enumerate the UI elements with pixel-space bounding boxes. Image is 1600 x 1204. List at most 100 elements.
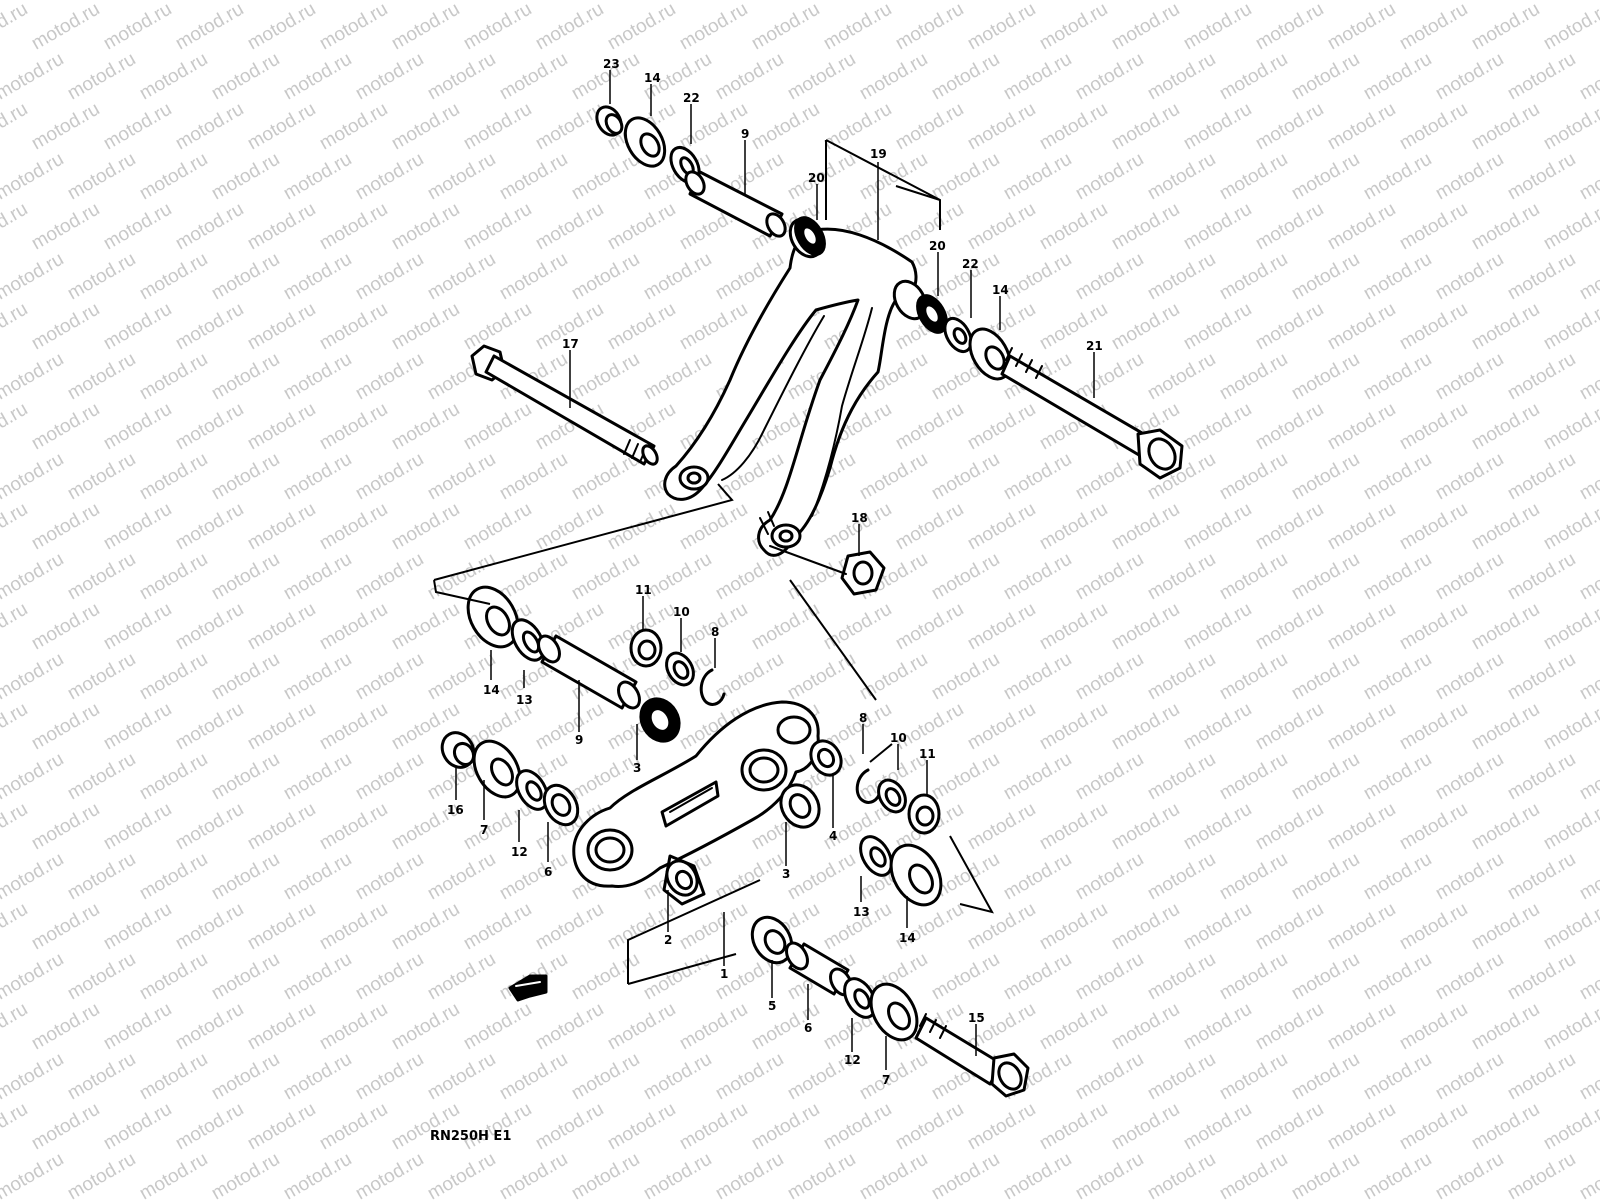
label-3: 3 (782, 867, 790, 881)
watermark-text: motod.ru (964, 99, 1039, 155)
watermark-text: motod.ru (1432, 1049, 1507, 1105)
watermark-text: motod.ru (964, 699, 1039, 755)
watermark-text: motod.ru (388, 99, 463, 155)
watermark-text: motod.ru (1108, 999, 1183, 1055)
watermark-text: motod.ru (532, 899, 607, 955)
watermark-text: motod.ru (100, 899, 175, 955)
watermark-text: motod.ru (496, 449, 571, 505)
watermark-text: motod.ru (1288, 1149, 1363, 1200)
watermark-text: motod.ru (1144, 149, 1219, 205)
watermark-text: motod.ru (208, 249, 283, 305)
watermark-text: motod.ru (532, 1099, 607, 1155)
watermark-text: motod.ru (1144, 849, 1219, 905)
watermark-text: motod.ru (1576, 49, 1600, 105)
watermark-text: motod.ru (1504, 249, 1579, 305)
watermark-text: motod.ru (1072, 749, 1147, 805)
watermark-text: motod.ru (352, 149, 427, 205)
label-9: 9 (741, 127, 749, 141)
watermark-text: motod.ru (1108, 1099, 1183, 1155)
label-12: 12 (511, 845, 528, 859)
watermark-text: motod.ru (1000, 0, 1075, 4)
watermark-text: motod.ru (1576, 249, 1600, 305)
label-11: 11 (919, 747, 936, 761)
watermark-text: motod.ru (1000, 549, 1075, 605)
watermark-text: motod.ru (100, 399, 175, 455)
watermark-text: motod.ru (496, 549, 571, 605)
watermark-text: motod.ru (1432, 549, 1507, 605)
watermark-text: motod.ru (1324, 499, 1399, 555)
watermark-text: motod.ru (100, 1099, 175, 1155)
watermark-text: motod.ru (208, 149, 283, 205)
watermark-text: motod.ru (388, 299, 463, 355)
oil-seal-7-bottom (869, 982, 919, 1042)
watermark-text: motod.ru (28, 499, 103, 555)
watermark-text: motod.ru (1468, 899, 1543, 955)
watermark-text: motod.ru (568, 1049, 643, 1105)
watermark-text: motod.ru (1504, 0, 1579, 4)
watermark-text: motod.ru (748, 99, 823, 155)
watermark-text: motod.ru (136, 949, 211, 1005)
watermark-text: motod.ru (1504, 749, 1579, 805)
watermark-text: motod.ru (352, 349, 427, 405)
watermark-text: motod.ru (352, 749, 427, 805)
watermark-text: motod.ru (28, 199, 103, 255)
watermark-text: motod.ru (1360, 349, 1435, 405)
watermark-text: motod.ru (1432, 449, 1507, 505)
watermark-text: motod.ru (172, 899, 247, 955)
watermark-text: motod.ru (1144, 649, 1219, 705)
watermark-text: motod.ru (172, 1099, 247, 1155)
watermark-text: motod.ru (1000, 49, 1075, 105)
watermark-text: motod.ru (1036, 999, 1111, 1055)
spacer-9-left (537, 634, 641, 710)
watermark-text: motod.ru (676, 1099, 751, 1155)
watermark-text: motod.ru (0, 449, 67, 505)
watermark-text: motod.ru (28, 799, 103, 855)
watermark-text: motod.ru (1468, 599, 1543, 655)
watermark-text: motod.ru (316, 499, 391, 555)
watermark-text: motod.ru (1360, 649, 1435, 705)
watermark-text: motod.ru (1432, 649, 1507, 705)
watermark-text: motod.ru (64, 549, 139, 605)
watermark-text: motod.ru (1252, 999, 1327, 1055)
washer-13-right (859, 835, 893, 877)
watermark-text: motod.ru (1108, 199, 1183, 255)
watermark-text: motod.ru (784, 0, 859, 4)
watermark-text: motod.ru (0, 849, 67, 905)
watermark-text: motod.ru (1504, 549, 1579, 605)
label-19: 19 (870, 147, 887, 161)
watermark-text: motod.ru (244, 1099, 319, 1155)
watermark-text: motod.ru (1360, 849, 1435, 905)
watermark-text: motod.ru (1576, 449, 1600, 505)
bolt-21 (1000, 347, 1184, 480)
watermark-text: motod.ru (1072, 849, 1147, 905)
watermark-text: motod.ru (1504, 449, 1579, 505)
watermark-text: motod.ru (28, 0, 103, 54)
watermark-text: motod.ru (0, 549, 67, 605)
watermark-text: motod.ru (1288, 649, 1363, 705)
label-13: 13 (516, 693, 533, 707)
watermark-text: motod.ru (1540, 299, 1600, 355)
watermark-text: motod.ru (352, 949, 427, 1005)
watermark-text: motod.ru (424, 949, 499, 1005)
label-21: 21 (1086, 339, 1103, 353)
watermark-text: motod.ru (820, 1099, 895, 1155)
watermark-text: motod.ru (1108, 899, 1183, 955)
watermark-text: motod.ru (0, 949, 67, 1005)
watermark-text: motod.ru (1432, 149, 1507, 205)
watermark-text: motod.ru (928, 549, 1003, 605)
watermark-text: motod.ru (136, 249, 211, 305)
watermark-text: motod.ru (1288, 149, 1363, 205)
watermark-text: motod.ru (244, 899, 319, 955)
watermark-text: motod.ru (1324, 299, 1399, 355)
spacer-9-top (684, 170, 787, 238)
watermark-text: motod.ru (1216, 149, 1291, 205)
watermark-text: motod.ru (1288, 1049, 1363, 1105)
watermark-text: motod.ru (460, 199, 535, 255)
watermark-text: motod.ru (0, 249, 67, 305)
watermark-text: motod.ru (280, 1149, 355, 1200)
watermark-text: motod.ru (1288, 49, 1363, 105)
watermark-text: motod.ru (1252, 699, 1327, 755)
watermark-text: motod.ru (136, 1149, 211, 1200)
watermark-text: motod.ru (964, 599, 1039, 655)
